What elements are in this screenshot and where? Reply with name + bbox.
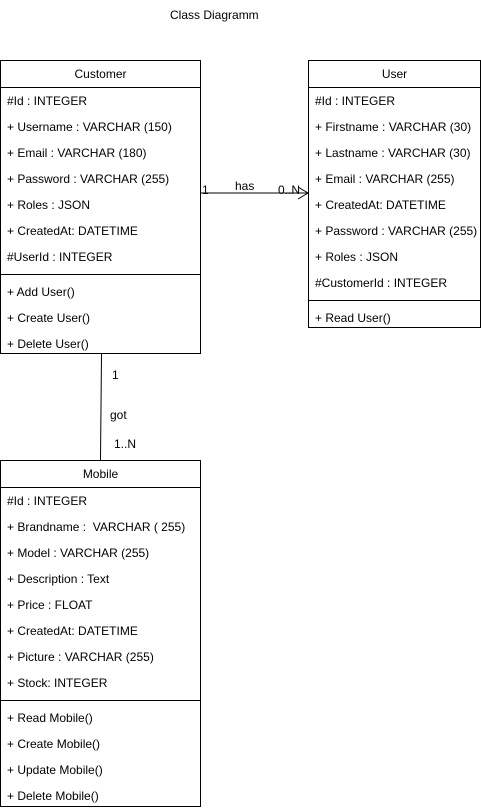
user-attributes: #Id : INTEGER + Firstname : VARCHAR (30)… (309, 88, 480, 296)
mobile-attribute-picture: + Picture : VARCHAR (255) (7, 650, 154, 664)
mobile-attribute-price: + Price : FLOAT (7, 598, 93, 612)
customer-class[interactable]: Customer #Id : INTEGER + Username : VARC… (0, 60, 201, 354)
user-attribute-email: + Email : VARCHAR (255) (315, 172, 455, 186)
mobile-method-read-mobile: + Read Mobile() (7, 711, 93, 725)
mobile-class[interactable]: Mobile #Id : INTEGER + Brandname : VARCH… (0, 460, 201, 807)
mobile-method-delete-mobile: + Delete Mobile() (7, 789, 99, 803)
has-target-multiplicity: 0..N (278, 183, 301, 197)
user-attribute-firstname: + Firstname : VARCHAR (30) (315, 120, 472, 134)
mobile-methods: + Read Mobile() + Create Mobile() + Upda… (1, 700, 200, 809)
user-class-name: User (309, 61, 480, 88)
has-relation-label: has (235, 179, 255, 193)
mobile-attribute-description: + Description : Text (7, 572, 110, 586)
mobile-class-name: Mobile (1, 461, 200, 488)
mobile-attribute-id: #Id : INTEGER (7, 494, 88, 508)
has-source-multiplicity: 1 (202, 183, 209, 197)
user-attribute-id: #Id : INTEGER (315, 94, 396, 108)
customer-attribute-userid: #UserId : INTEGER (7, 250, 113, 264)
got-association-line[interactable] (100, 353, 102, 461)
customer-attribute-id: #Id : INTEGER (7, 94, 88, 108)
diagram-title: Class Diagramm (170, 8, 259, 22)
user-attribute-password: + Password : VARCHAR (255) (315, 224, 478, 238)
customer-attribute-username: + Username : VARCHAR (150) (7, 120, 172, 134)
customer-method-delete-user: + Delete User() (7, 337, 89, 351)
mobile-method-create-mobile: + Create Mobile() (7, 737, 101, 751)
got-target-multiplicity: 1..N (114, 437, 137, 451)
customer-method-add-user: + Add User() (7, 285, 75, 299)
user-method-read-user: + Read User() (315, 311, 391, 325)
customer-methods: + Add User() + Create User() + Delete Us… (1, 274, 200, 357)
customer-attribute-email: + Email : VARCHAR (180) (7, 146, 147, 160)
mobile-attribute-createdat: + CreatedAt: DATETIME (7, 624, 138, 638)
customer-attribute-createdat: + CreatedAt: DATETIME (7, 224, 138, 238)
customer-attribute-password: + Password : VARCHAR (255) (7, 172, 170, 186)
user-attribute-lastname: + Lastname : VARCHAR (30) (315, 146, 471, 160)
mobile-method-update-mobile: + Update Mobile() (7, 763, 103, 777)
user-attribute-roles: + Roles : JSON (315, 250, 399, 264)
mobile-attribute-stock: + Stock: INTEGER (7, 676, 108, 690)
user-class[interactable]: User #Id : INTEGER + Firstname : VARCHAR… (308, 60, 481, 328)
customer-class-name: Customer (1, 61, 200, 88)
user-methods: + Read User() (309, 300, 480, 331)
mobile-attribute-model: + Model : VARCHAR (255) (7, 546, 150, 560)
customer-attribute-roles: + Roles : JSON (7, 198, 91, 212)
got-source-multiplicity: 1 (112, 368, 119, 382)
got-relation-label: got (110, 408, 127, 422)
mobile-attributes: #Id : INTEGER + Brandname : VARCHAR ( 25… (1, 488, 200, 696)
user-attribute-createdat: + CreatedAt: DATETIME (315, 198, 446, 212)
customer-attributes: #Id : INTEGER + Username : VARCHAR (150)… (1, 88, 200, 270)
user-attribute-customerid: #CustomerId : INTEGER (315, 276, 448, 290)
mobile-attribute-brandname: + Brandname : VARCHAR ( 255) (7, 520, 186, 534)
customer-method-create-user: + Create User() (7, 311, 91, 325)
